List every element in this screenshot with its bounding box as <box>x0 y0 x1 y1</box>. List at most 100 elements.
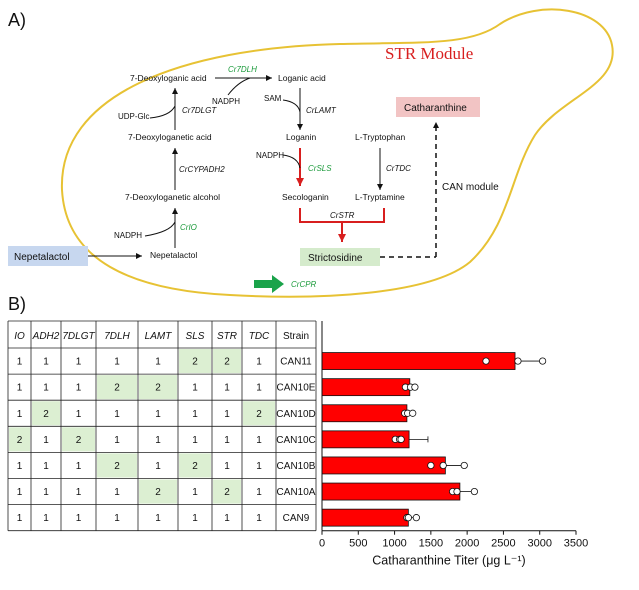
table-cell: 1 <box>76 383 82 394</box>
table-strain-cell: CAN10B <box>277 461 316 472</box>
can-module-label: CAN module <box>442 182 499 193</box>
metabolite-l-tryptophan: L-Tryptophan <box>355 132 406 142</box>
table-cell: 1 <box>224 435 230 446</box>
cell-outline <box>60 8 614 298</box>
table-header-cell: ADH2 <box>32 331 60 342</box>
table-cell: 1 <box>114 513 120 524</box>
table-header-cell: LAMT <box>145 331 173 342</box>
table-header-cell: 7DLH <box>104 331 130 342</box>
bar-can10a <box>321 482 461 501</box>
table-cell: 1 <box>256 383 262 394</box>
metabolite-loganin: Loganin <box>286 132 317 142</box>
table-header-cell: STR <box>217 331 237 342</box>
enzyme-crio: CrIO <box>180 223 197 232</box>
table-cell: 2 <box>155 383 161 394</box>
x-tick-label: 3500 <box>564 538 588 550</box>
nepetalactol-box <box>8 246 88 266</box>
table-cell-highlight <box>139 479 177 504</box>
enzyme-crlamt: CrLAMT <box>306 106 337 115</box>
panel-a-label: A) <box>8 10 26 30</box>
table-cell: 1 <box>256 487 262 498</box>
table-cell: 2 <box>224 357 230 368</box>
metabolite-loganic-acid: Loganic acid <box>278 73 326 83</box>
table-cell: 1 <box>76 513 82 524</box>
table-cell: 1 <box>224 461 230 472</box>
table-header-cell: 7DLGT <box>62 331 95 342</box>
data-point <box>397 435 405 443</box>
table-cell: 1 <box>17 461 23 472</box>
table-header-cell: Strain <box>283 331 309 342</box>
x-tick-label: 3000 <box>527 538 551 550</box>
table-cell: 2 <box>17 435 23 446</box>
bar-can9 <box>321 508 409 527</box>
table-cell: 1 <box>192 383 198 394</box>
table-cell-highlight <box>139 375 177 400</box>
table-cell: 1 <box>256 513 262 524</box>
data-point <box>514 357 522 365</box>
table-cell: 1 <box>43 513 49 524</box>
table-cell-highlight <box>32 401 60 426</box>
table-cell: 2 <box>43 409 49 420</box>
table-strain-cell: CAN9 <box>283 513 310 524</box>
table-cell: 2 <box>192 461 198 472</box>
data-point <box>412 514 420 522</box>
table-cell: 1 <box>17 513 23 524</box>
strictosidine-box <box>300 248 380 266</box>
table-cell: 1 <box>43 461 49 472</box>
table-cell: 1 <box>43 357 49 368</box>
table-strain-cell: CAN10D <box>276 409 315 420</box>
table-header-cell: IO <box>14 331 25 342</box>
table-cell: 1 <box>155 409 161 420</box>
bar-can10d <box>321 404 408 423</box>
catharanthine-label: Catharanthine <box>404 103 467 114</box>
table-cell-highlight <box>243 401 275 426</box>
nepetalactol-feed-label: Nepetalactol <box>14 252 70 263</box>
cofactor-arc-7dlh <box>227 77 251 96</box>
table-cell: 2 <box>256 409 262 420</box>
cofactor-arc-udp-glc <box>149 105 176 119</box>
table-cell: 1 <box>155 461 161 472</box>
data-point <box>427 461 435 470</box>
table-cell: 1 <box>155 357 161 368</box>
table-cell: 1 <box>155 435 161 446</box>
x-tick-label: 1000 <box>382 538 406 550</box>
table-cell: 2 <box>155 487 161 498</box>
table-strain-cell: CAN11 <box>280 357 312 368</box>
table-cell: 1 <box>76 409 82 420</box>
module-title: STR Module <box>385 44 473 63</box>
table-cell-highlight <box>179 453 211 478</box>
cofactor-arc-sam <box>282 99 301 113</box>
cofactor-nadph-7dlh: NADPH <box>212 97 240 106</box>
enzyme-cr7dlgt: Cr7DLGT <box>182 106 217 115</box>
data-point <box>409 409 417 417</box>
enzyme-crstr: CrSTR <box>330 211 355 220</box>
cofactor-nadph-io: NADPH <box>114 231 142 240</box>
strictosidine-label: Strictosidine <box>308 253 363 264</box>
x-tick-label: 2000 <box>455 538 479 550</box>
catharanthine-box <box>396 97 480 117</box>
data-point <box>470 487 478 496</box>
table-cell: 1 <box>256 461 262 472</box>
x-tick-label: 500 <box>349 538 367 550</box>
enzyme-crtdc: CrTDC <box>386 164 411 173</box>
table-cell: 1 <box>192 409 198 420</box>
table-cell: 1 <box>17 357 23 368</box>
table-cell: 1 <box>76 487 82 498</box>
cofactor-sam: SAM <box>264 94 282 103</box>
table-header-cell: TDC <box>249 331 270 342</box>
table-strain-cell: CAN10A <box>277 487 316 498</box>
cofactor-arc-sls <box>282 154 301 169</box>
table-cell: 1 <box>192 487 198 498</box>
table-cell: 2 <box>76 435 82 446</box>
table-cell: 2 <box>192 357 198 368</box>
table-cell: 1 <box>114 435 120 446</box>
metabolite-secologanin: Secologanin <box>282 192 329 202</box>
table-cell: 1 <box>17 487 23 498</box>
table-cell: 2 <box>224 487 230 498</box>
table-cell-highlight <box>179 349 211 374</box>
enzyme-crcypadh2: CrCYPADH2 <box>179 165 225 174</box>
table-cell: 1 <box>114 357 120 368</box>
table-cell-highlight <box>213 479 241 504</box>
